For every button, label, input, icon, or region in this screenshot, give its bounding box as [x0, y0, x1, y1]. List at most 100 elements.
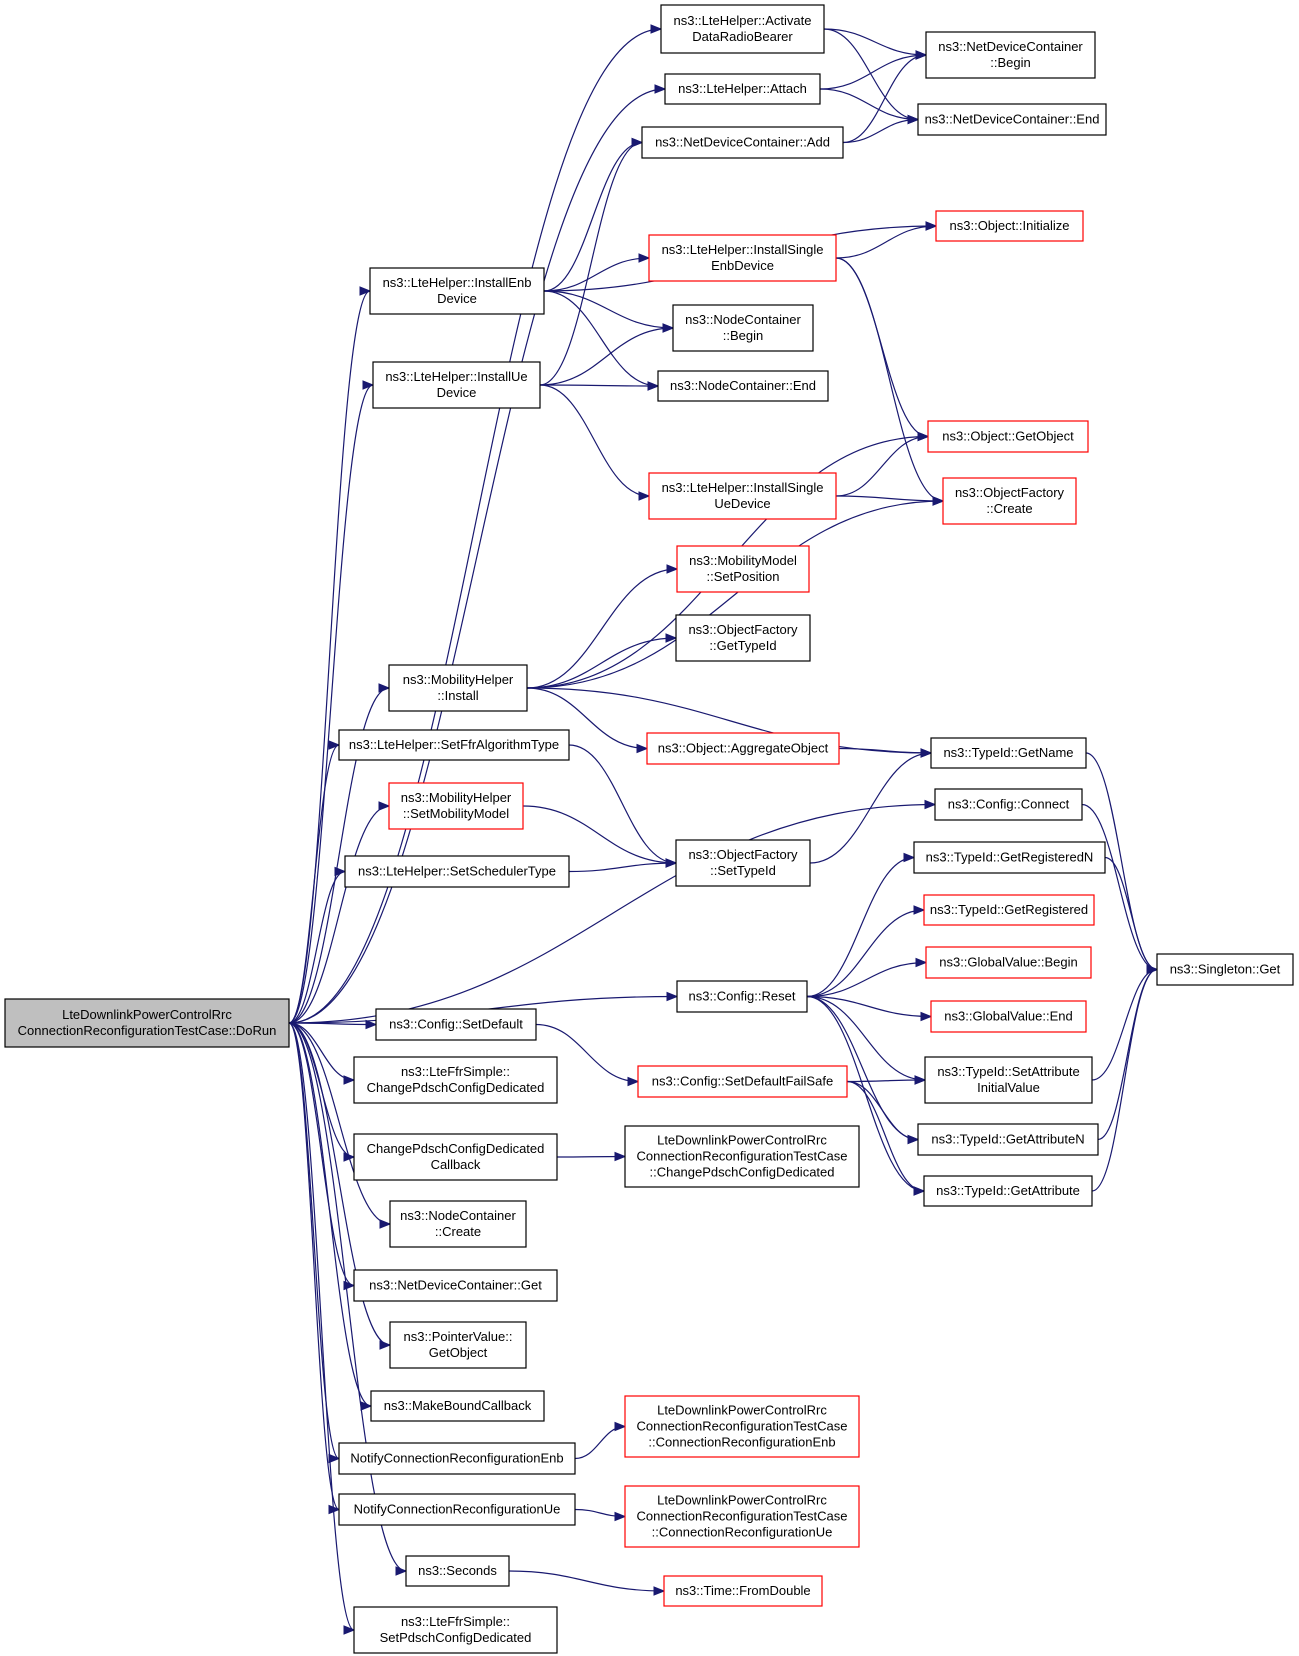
- node-ndcBegin[interactable]: ns3::NetDeviceContainer::Begin: [925, 31, 1096, 79]
- node-ncEnd[interactable]: ns3::NodeContainer::End: [657, 370, 829, 402]
- call-edge-cfgReset-tidGetReg: [806, 905, 926, 998]
- node-label: ns3::LteFfrSimple::: [401, 1614, 510, 1629]
- call-edge-installSingleUe-ofCreate: [835, 495, 945, 506]
- node-ncCreate[interactable]: ns3::NodeContainer::Create: [389, 1200, 527, 1248]
- node-label: ns3::TypeId::SetAttribute: [937, 1064, 1079, 1079]
- node-mhInstall[interactable]: ns3::MobilityHelper::Install: [388, 664, 528, 712]
- node-lteFfrSet[interactable]: ns3::LteFfrSimple::SetPdschConfigDedicat…: [353, 1606, 558, 1654]
- node-tidGetName[interactable]: ns3::TypeId::GetName: [930, 737, 1087, 769]
- node-pvGetObj[interactable]: ns3::PointerValue::GetObject: [389, 1321, 527, 1369]
- arrowhead: [638, 253, 651, 263]
- node-makeBound[interactable]: ns3::MakeBoundCallback: [370, 1390, 545, 1422]
- node-tidGetRegN[interactable]: ns3::TypeId::GetRegisteredN: [913, 841, 1106, 874]
- node-tidGetAttrN[interactable]: ns3::TypeId::GetAttributeN: [917, 1123, 1099, 1156]
- arrowhead: [932, 496, 945, 506]
- node-aggObj[interactable]: ns3::Object::AggregateObject: [646, 732, 840, 765]
- node-ndcEnd[interactable]: ns3::NetDeviceContainer::End: [917, 103, 1107, 136]
- arrowhead: [647, 381, 660, 391]
- node-notifyUe[interactable]: NotifyConnectionReconfigurationUe: [338, 1493, 576, 1526]
- node-mhSetMob[interactable]: ns3::MobilityHelper::SetMobilityModel: [388, 782, 524, 830]
- node-mmSetPos[interactable]: ns3::MobilityModel::SetPosition: [676, 545, 810, 593]
- node-label: ns3::NetDeviceContainer::Add: [655, 135, 830, 150]
- node-label: ::Create: [435, 1224, 481, 1239]
- call-edge-doRun-seconds: [288, 1022, 408, 1576]
- function-nodes: LteDownlinkPowerControlRrcConnectionReco…: [4, 4, 1294, 1654]
- node-box: [370, 1390, 545, 1422]
- node-label: ns3::LteHelper::SetSchedulerType: [358, 864, 556, 879]
- node-doRun[interactable]: LteDownlinkPowerControlRrcConnectionReco…: [4, 998, 290, 1048]
- node-attach[interactable]: ns3::LteHelper::Attach: [664, 73, 821, 105]
- call-edge-doRun-activate: [288, 24, 663, 1024]
- node-label: ns3::Config::SetDefault: [389, 1017, 523, 1032]
- arrowhead: [915, 50, 928, 60]
- node-box: [930, 1000, 1087, 1033]
- arrowhead: [614, 1421, 627, 1432]
- node-tcConnUe[interactable]: LteDownlinkPowerControlRrcConnectionReco…: [624, 1485, 860, 1548]
- call-edge-changeCb-tcChange: [556, 1151, 627, 1162]
- node-ofCreate[interactable]: ns3::ObjectFactory::Create: [942, 477, 1077, 525]
- node-setSched[interactable]: ns3::LteHelper::SetSchedulerType: [344, 855, 570, 888]
- node-box: [388, 782, 524, 830]
- call-edge-doRun-setSched: [288, 866, 347, 1024]
- node-tcConnEnb[interactable]: LteDownlinkPowerControlRrcConnectionReco…: [624, 1395, 860, 1458]
- arrowhead: [903, 852, 916, 863]
- node-timeFromDouble[interactable]: ns3::Time::FromDouble: [663, 1575, 823, 1607]
- call-edge-doRun-lteFfrSet: [288, 1022, 356, 1635]
- node-box: [389, 1200, 527, 1248]
- node-label: ns3::LteHelper::InstallSingle: [662, 242, 824, 257]
- node-label: LteDownlinkPowerControlRrc: [657, 1493, 827, 1508]
- call-edge-ndcAdd-ndcBegin: [842, 50, 928, 144]
- node-label: ConnectionReconfigurationTestCase: [636, 1509, 847, 1524]
- node-tidGetReg[interactable]: ns3::TypeId::GetRegistered: [923, 894, 1095, 926]
- node-label: ns3::TypeId::GetAttribute: [936, 1183, 1080, 1198]
- node-gvEnd[interactable]: ns3::GlobalValue::End: [930, 1000, 1087, 1033]
- call-edge-installUe-installSingleUe: [539, 384, 651, 501]
- node-tidGetAttr[interactable]: ns3::TypeId::GetAttribute: [923, 1175, 1093, 1207]
- node-ndcAdd[interactable]: ns3::NetDeviceContainer::Add: [641, 126, 844, 159]
- arrowhead: [665, 858, 678, 868]
- node-box: [353, 1269, 558, 1302]
- node-box: [646, 732, 840, 765]
- call-edge-cfgSetDefaultFS-tidSetAttrInit: [846, 1075, 927, 1085]
- node-box: [675, 839, 811, 887]
- node-label: NotifyConnectionReconfigurationEnb: [350, 1451, 563, 1466]
- node-label: ChangePdschConfigDedicated: [367, 1080, 545, 1095]
- node-getObject[interactable]: ns3::Object::GetObject: [927, 420, 1089, 453]
- node-label: ns3::NodeContainer: [400, 1208, 516, 1223]
- arrowhead: [920, 748, 933, 758]
- node-ofSetTypeId[interactable]: ns3::ObjectFactory::SetTypeId: [675, 839, 811, 887]
- node-cfgReset[interactable]: ns3::Config::Reset: [676, 980, 808, 1013]
- node-ncBegin[interactable]: ns3::NodeContainer::Begin: [672, 304, 814, 352]
- node-label: ns3::TypeId::GetName: [943, 745, 1073, 760]
- node-label: ns3::Config::SetDefaultFailSafe: [652, 1074, 833, 1089]
- node-ndcGet[interactable]: ns3::NetDeviceContainer::Get: [353, 1269, 558, 1302]
- node-seconds[interactable]: ns3::Seconds: [405, 1555, 510, 1587]
- arrowhead: [907, 1134, 920, 1145]
- call-edge-mhInstall-mmSetPos: [526, 564, 679, 689]
- node-box: [935, 210, 1084, 242]
- node-box: [648, 472, 837, 520]
- arrowhead: [328, 1453, 341, 1464]
- node-setFfr[interactable]: ns3::LteHelper::SetFfrAlgorithmType: [338, 729, 570, 761]
- node-ofGetTypeId[interactable]: ns3::ObjectFactory::GetTypeId: [675, 614, 811, 662]
- node-tcChange[interactable]: LteDownlinkPowerControlRrcConnectionReco…: [624, 1125, 860, 1188]
- node-cfgConnect[interactable]: ns3::Config::Connect: [934, 788, 1083, 821]
- node-cfgSetDefault[interactable]: ns3::Config::SetDefault: [375, 1008, 537, 1041]
- node-cfgSetDefaultFS[interactable]: ns3::Config::SetDefaultFailSafe: [637, 1065, 848, 1098]
- node-label: ns3::LteHelper::InstallUe: [385, 369, 527, 384]
- node-singletonGet[interactable]: ns3::Singleton::Get: [1156, 953, 1294, 986]
- node-lteFfrChange[interactable]: ns3::LteFfrSimple::ChangePdschConfigDedi…: [353, 1056, 558, 1104]
- node-box: [624, 1485, 860, 1548]
- node-box: [338, 1442, 576, 1475]
- node-notifyEnb[interactable]: NotifyConnectionReconfigurationEnb: [338, 1442, 576, 1475]
- node-gvBegin[interactable]: ns3::GlobalValue::Begin: [925, 946, 1092, 979]
- node-objInit[interactable]: ns3::Object::Initialize: [935, 210, 1084, 242]
- node-box: [369, 267, 545, 315]
